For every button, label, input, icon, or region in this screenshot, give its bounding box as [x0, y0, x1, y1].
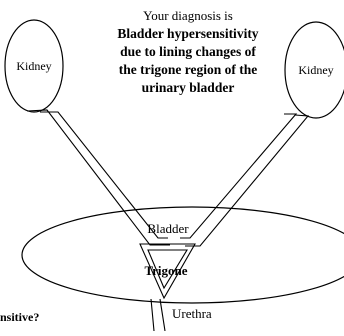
diagnosis-line-4: urinary bladder: [142, 80, 235, 95]
diagnosis-line-3: the trigone region of the: [119, 62, 257, 77]
diagnosis-line-1: Bladder hypersensitivity: [117, 26, 258, 41]
diagnosis-line-2: due to lining changes of: [120, 44, 256, 59]
urethra-label: Urethra: [172, 306, 212, 321]
diagnosis-intro: Your diagnosis is: [143, 8, 233, 23]
trigone-label: Trigone: [144, 263, 187, 278]
kidney-right: Kidney: [285, 22, 344, 118]
kidney-right-label: Kidney: [298, 63, 333, 77]
question-fragment: nsitive?: [0, 310, 39, 324]
kidney-left: Kidney: [5, 20, 63, 112]
kidney-left-label: Kidney: [16, 59, 51, 73]
urethra-tube: [151, 299, 165, 331]
bladder-label: Bladder: [147, 221, 189, 236]
diagnosis-block: Your diagnosis is Bladder hypersensitivi…: [117, 8, 258, 95]
